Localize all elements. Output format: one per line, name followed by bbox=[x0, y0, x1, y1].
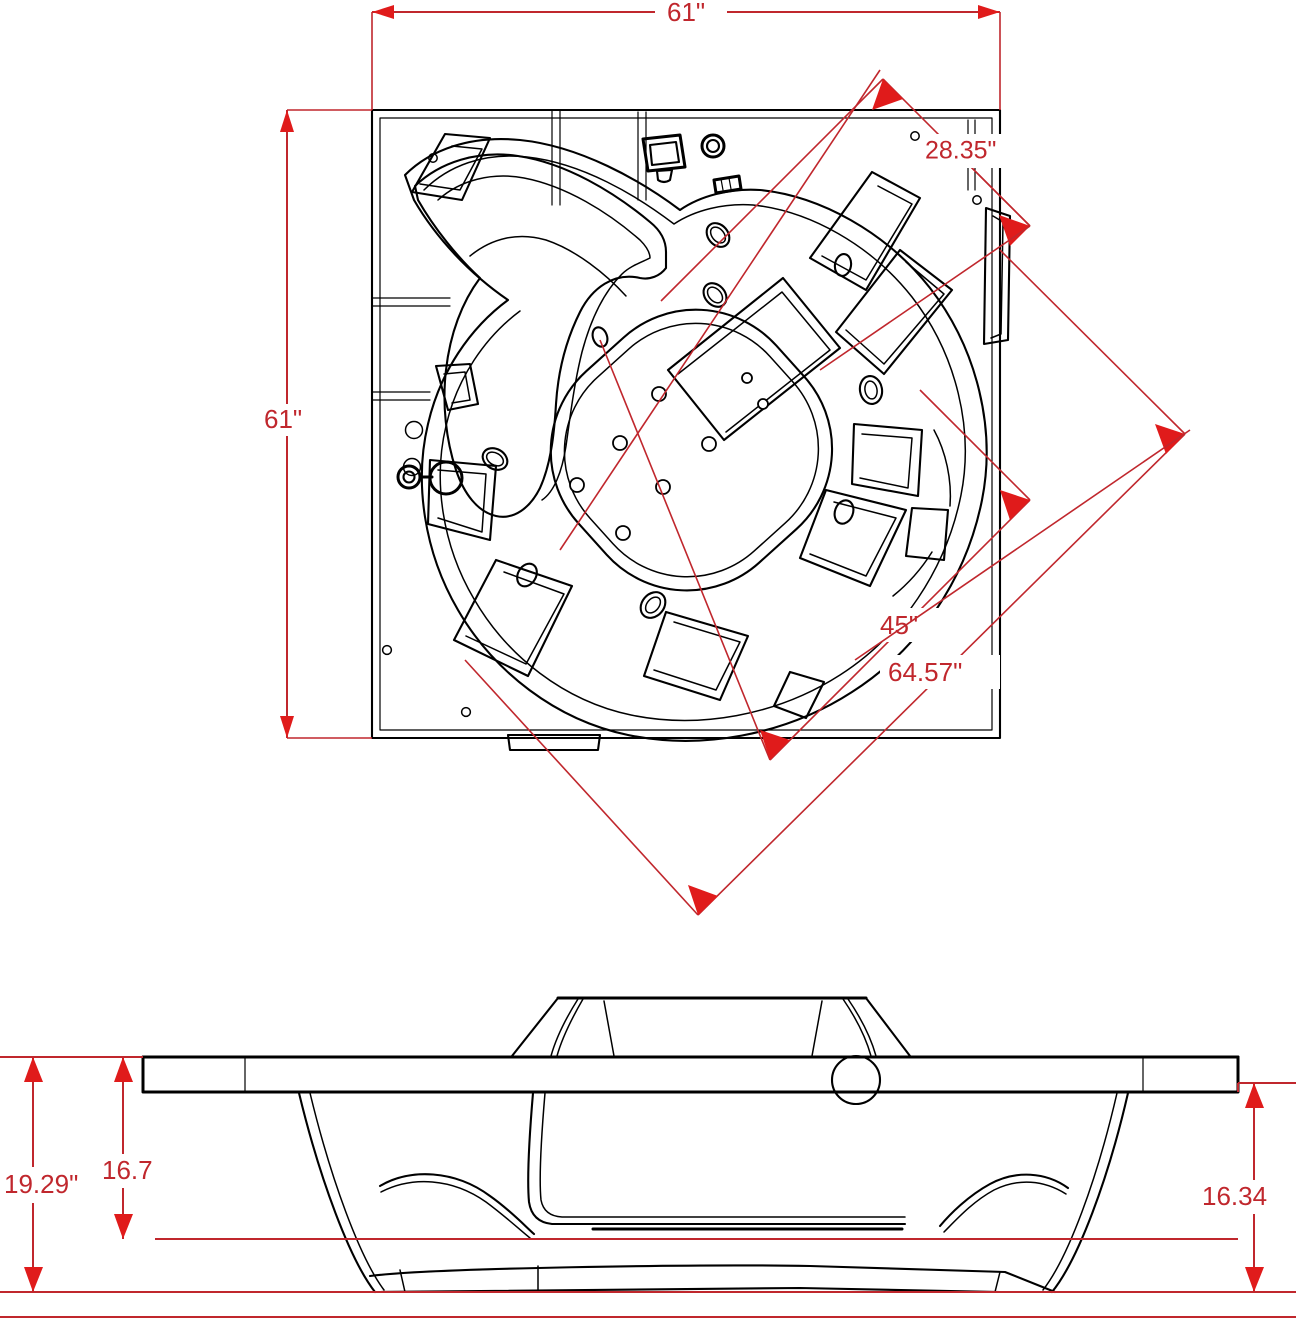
dim-left-depth-61: 61" bbox=[255, 109, 372, 739]
elevation-right-apron bbox=[1042, 1091, 1130, 1294]
elevation-drain-fitting bbox=[830, 1054, 882, 1106]
dim-label-basin-depth: 16.7 bbox=[102, 1155, 153, 1185]
dim-label-top-width: 61" bbox=[667, 0, 705, 27]
shell-flange-tabs bbox=[410, 132, 1012, 412]
dim-basin-depth-167: 16.7 bbox=[98, 1057, 166, 1239]
dim-top-width-61: 61" bbox=[371, 0, 1001, 110]
basin-floor-jets bbox=[569, 372, 769, 541]
rim-armrest-wedges bbox=[426, 170, 954, 702]
control-panel-cluster bbox=[641, 133, 743, 195]
top-view-group bbox=[370, 108, 1012, 752]
dim-label-left-depth: 61" bbox=[264, 404, 302, 434]
button-strip-icon bbox=[712, 174, 743, 195]
elevation-basin-walls bbox=[527, 1091, 907, 1231]
front-elevation-group bbox=[141, 996, 1240, 1294]
dim-label-diagonal-2835: 28.35" bbox=[925, 137, 996, 165]
faucet-spout-icon bbox=[396, 460, 464, 496]
dim-diagonal-6457: 64.57" bbox=[464, 69, 1191, 916]
dim-rim-height-1634: 16.34 bbox=[1196, 1083, 1288, 1292]
tub-base-plate bbox=[370, 108, 1002, 740]
tub-outer-shell bbox=[403, 138, 988, 742]
dim-label-diagonal-6457: 64.57" bbox=[888, 657, 962, 687]
rotary-control-knob-icon bbox=[700, 133, 726, 159]
dim-diagonal-45: 45" bbox=[599, 339, 1031, 761]
elevation-deck bbox=[510, 996, 912, 1058]
dim-diagonal-2835: 28.35" bbox=[660, 78, 1050, 371]
digital-control-display-icon bbox=[641, 133, 687, 184]
elevation-left-apron bbox=[297, 1091, 385, 1294]
shell-support-edges bbox=[772, 429, 952, 720]
headrest-band bbox=[666, 276, 842, 442]
dim-label-rim-height: 16.34 bbox=[1202, 1181, 1267, 1211]
elevation-dim-baselines bbox=[0, 1056, 1296, 1318]
tub-basin bbox=[549, 308, 834, 592]
elevation-grip-curves bbox=[378, 1173, 1070, 1239]
dim-label-diagonal-45: 45" bbox=[880, 610, 918, 640]
elevation-base-pan bbox=[368, 1264, 1057, 1294]
elevation-rim-slab bbox=[141, 1055, 1240, 1094]
dim-overall-height-1929: 19.29" bbox=[0, 1057, 104, 1292]
wall-jets bbox=[481, 222, 884, 619]
base-plate-ribs bbox=[371, 109, 976, 401]
overflow-lip bbox=[506, 733, 602, 752]
dim-label-overall-height: 19.29" bbox=[4, 1169, 78, 1199]
